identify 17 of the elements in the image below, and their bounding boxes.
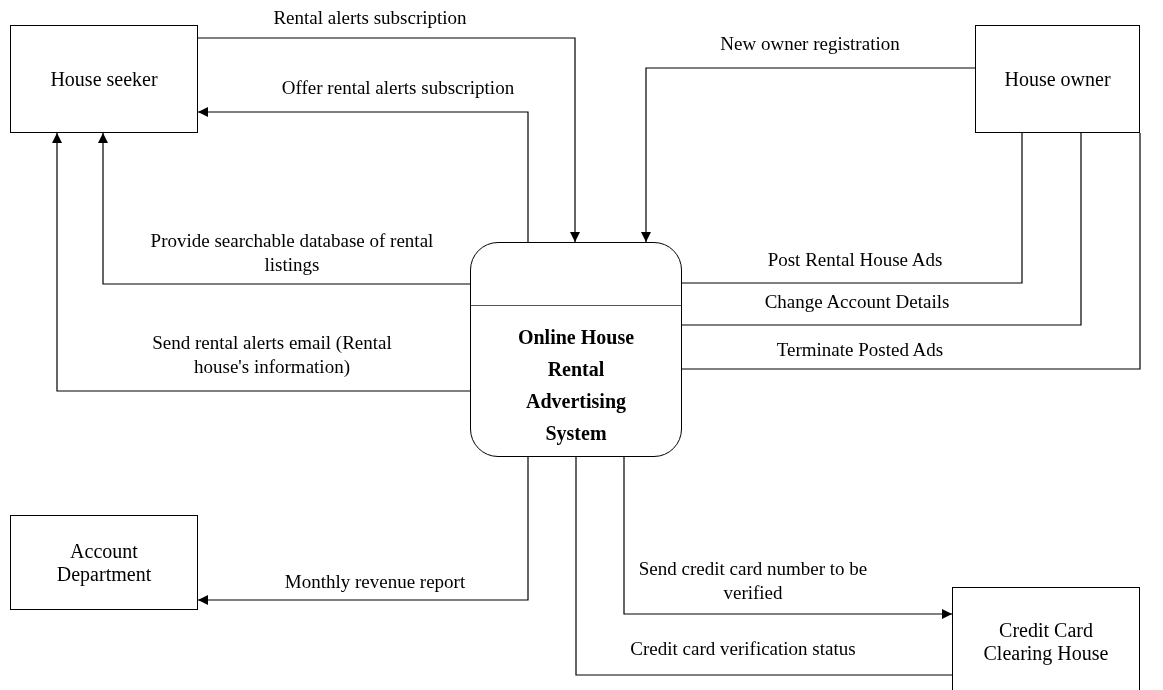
entity-name: Credit Card Clearing House [982,619,1110,665]
arrow [623,456,953,619]
process-title: Online House Rental Advertising System [516,325,636,447]
arrow [52,132,471,392]
entity-name: House owner [1004,67,1111,91]
arrow [197,456,529,605]
arrow [197,37,580,243]
arrow [641,67,976,243]
process-box [470,242,682,457]
entity-box [975,25,1140,133]
entity-name: Account Department [55,539,153,586]
entity-box [10,25,198,133]
arrow [98,132,471,285]
entity-name: House seeker [50,67,158,91]
arrow [197,107,529,243]
entity-box [10,515,198,610]
entity-box [952,587,1140,690]
